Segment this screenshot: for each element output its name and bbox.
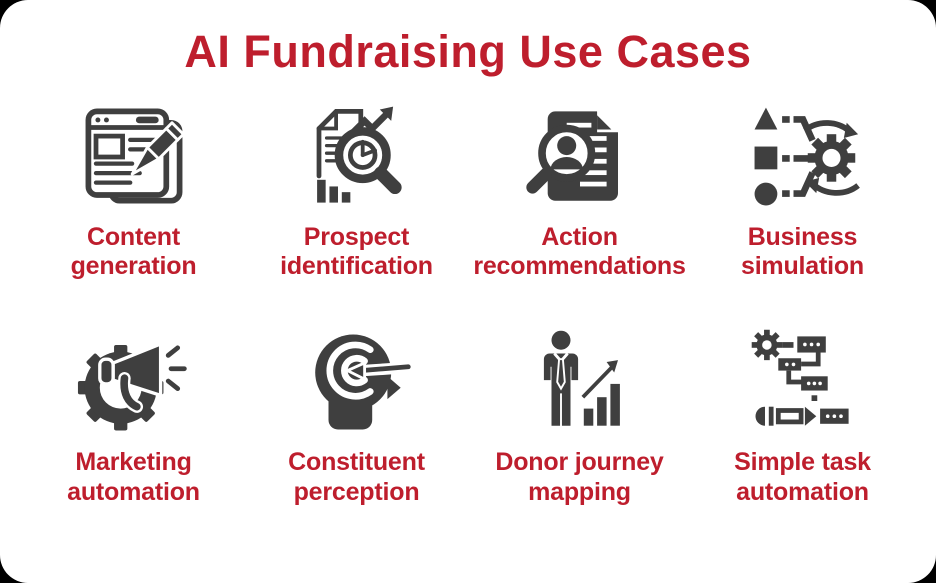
use-case-marketing-automation: Marketing automation	[22, 325, 245, 507]
simple-task-automation-icon	[743, 325, 863, 439]
use-case-label: Simple task automation	[734, 448, 871, 506]
use-case-label: Constituent perception	[288, 448, 425, 506]
constituent-perception-icon	[297, 325, 417, 439]
use-case-grid: Content generation	[0, 100, 936, 507]
use-case-label: Business simulation	[740, 222, 864, 280]
use-case-label: Donor journey mapping	[495, 448, 664, 506]
use-case-prospect-identification: Prospect identification	[245, 100, 468, 282]
use-case-donor-journey-mapping: Donor journey mapping	[468, 325, 691, 507]
page-title: AI Fundraising Use Cases	[184, 26, 752, 77]
prospect-identification-icon	[297, 100, 417, 214]
action-recommendations-icon	[520, 100, 640, 214]
use-case-business-simulation: Business simulation	[691, 100, 914, 282]
use-case-label: Marketing automation	[67, 448, 200, 506]
use-case-constituent-perception: Constituent perception	[245, 325, 468, 507]
use-case-label: Prospect identification	[280, 222, 433, 280]
use-case-label: Content generation	[70, 222, 197, 280]
use-case-action-recommendations: Action recommendations	[468, 100, 691, 282]
use-case-label: Action recommendations	[473, 222, 686, 280]
marketing-automation-icon	[74, 325, 194, 439]
use-case-content-generation: Content generation	[22, 100, 245, 282]
donor-journey-mapping-icon	[520, 325, 640, 439]
content-generation-icon	[74, 100, 194, 214]
business-simulation-icon	[743, 100, 863, 214]
use-case-simple-task-automation: Simple task automation	[691, 325, 914, 507]
